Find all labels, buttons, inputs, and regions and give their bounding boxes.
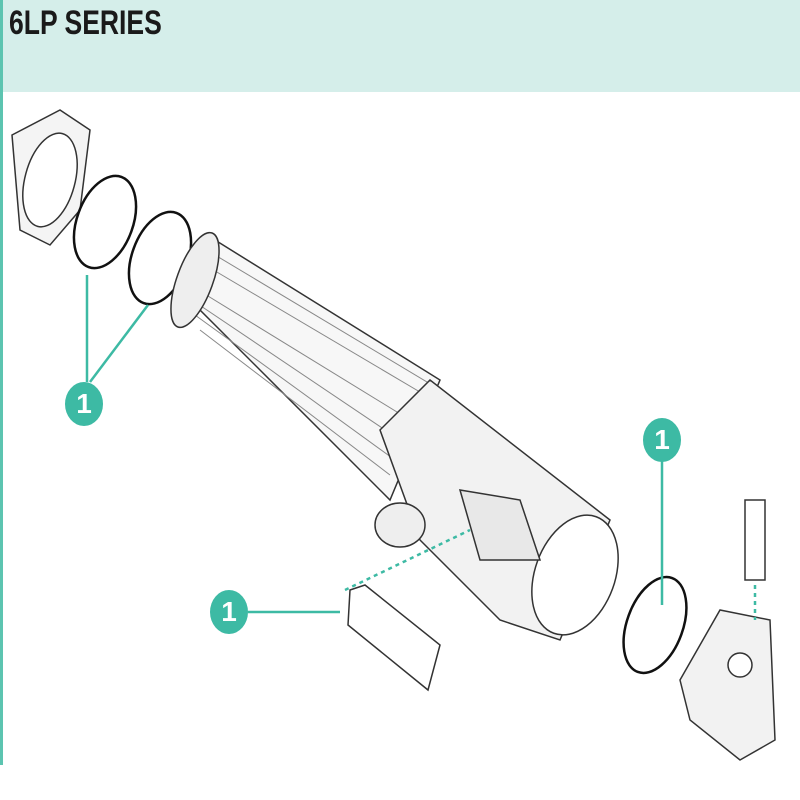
gasket: [347, 584, 441, 692]
o-ring: [72, 174, 138, 270]
o-ring: [622, 575, 688, 675]
housing: [374, 379, 619, 641]
tube-bundle: [170, 231, 441, 502]
leader-lines: [85, 275, 757, 620]
left-border: [0, 0, 3, 765]
callout-badge: 1: [210, 590, 248, 634]
end-cap-right: [679, 499, 776, 761]
callout-badge: 1: [65, 382, 103, 426]
end-cap-left: [11, 109, 91, 246]
header-banner: 6LP SERIES: [0, 0, 800, 92]
page-title: 6LP SERIES: [9, 4, 162, 42]
callout-badge: 1: [643, 418, 681, 462]
